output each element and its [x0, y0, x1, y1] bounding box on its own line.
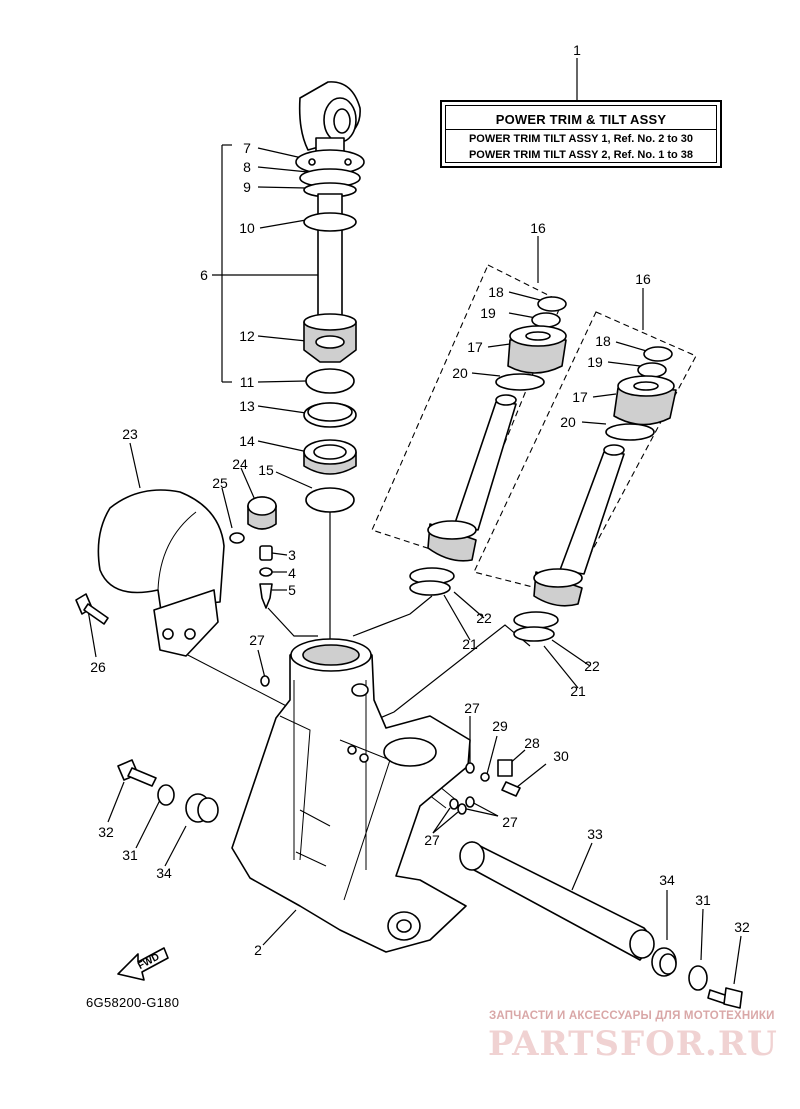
callout-32-right: 32: [734, 919, 750, 935]
diagram-code: 6G58200-G180: [86, 995, 180, 1010]
callout-9: 9: [243, 179, 251, 195]
callout-20-left: 20: [452, 365, 468, 381]
callout-17-left: 17: [467, 339, 483, 355]
trim-cylinder-left: [371, 264, 567, 562]
callout-7: 7: [243, 140, 251, 156]
callout-25: 25: [212, 475, 228, 491]
seal-rings: [303, 368, 357, 513]
trim-cylinder-right: [473, 311, 697, 607]
motor-cover: [97, 489, 277, 657]
callout-15: 15: [258, 462, 274, 478]
callout-27-a: 27: [249, 632, 265, 648]
callout-21-left: 21: [462, 636, 478, 652]
callout-5: 5: [288, 582, 296, 598]
callout-numbers: 1 2 3 4 5 6 7 8 9 10 11 12 13 14 15 16 1…: [90, 42, 750, 958]
callout-16-right: 16: [635, 271, 651, 287]
bolt-26: [75, 593, 109, 625]
callout-33: 33: [587, 826, 603, 842]
callout-14: 14: [239, 433, 255, 449]
callout-27-d: 27: [424, 832, 440, 848]
callout-34-right: 34: [659, 872, 675, 888]
callout-23: 23: [122, 426, 138, 442]
callout-11: 11: [240, 374, 255, 390]
callout-31-right: 31: [695, 892, 711, 908]
callout-20-right: 20: [560, 414, 576, 430]
callout-8: 8: [243, 159, 251, 175]
callout-22-right: 22: [584, 658, 600, 674]
watermark-subtitle: ЗАПЧАСТИ И АКСЕССУАРЫ ДЛЯ МОТОТЕХНИКИ: [489, 1010, 775, 1022]
callout-16-left: 16: [530, 220, 546, 236]
fwd-arrow-icon: FWD: [117, 947, 169, 981]
callout-4: 4: [288, 565, 296, 581]
callout-12: 12: [239, 328, 255, 344]
watermark-brand: PARTSFOR.RU: [488, 1024, 778, 1064]
title-divider: [446, 129, 716, 130]
left-hardware: [117, 759, 219, 823]
callout-19-left: 19: [480, 305, 496, 321]
assembly-ref-line-1: POWER TRIM TILT ASSY 1, Ref. No. 2 to 30: [468, 133, 694, 145]
callout-6: 6: [200, 267, 208, 283]
callout-29: 29: [492, 718, 508, 734]
small-fittings: [260, 675, 521, 815]
callout-1: 1: [573, 42, 581, 58]
assembly-title-box: POWER TRIM & TILT ASSY POWER TRIM TILT A…: [440, 100, 722, 168]
callout-27-c: 27: [502, 814, 518, 830]
callout-32-left: 32: [98, 824, 114, 840]
callout-34-left: 34: [156, 865, 172, 881]
callout-30: 30: [553, 748, 569, 764]
callout-26: 26: [90, 659, 106, 675]
callout-2: 2: [254, 942, 262, 958]
callout-17-right: 17: [572, 389, 588, 405]
callout-3: 3: [288, 547, 296, 563]
cylinder-seals: [409, 567, 559, 642]
callout-18-left: 18: [488, 284, 504, 300]
callout-21-right: 21: [570, 683, 586, 699]
callout-27-b: 27: [464, 700, 480, 716]
tilt-tube: [459, 841, 743, 1009]
callout-13: 13: [239, 398, 255, 414]
callout-31-left: 31: [122, 847, 138, 863]
valve-parts: [259, 545, 273, 609]
assembly-ref-line-2: POWER TRIM TILT ASSY 2, Ref. No. 1 to 38: [468, 149, 694, 161]
leader-lines: [87, 58, 742, 985]
assembly-title: POWER TRIM & TILT ASSY: [495, 112, 667, 127]
callout-19-right: 19: [587, 354, 603, 370]
callout-18-right: 18: [595, 333, 611, 349]
callout-10: 10: [239, 220, 255, 236]
callout-24: 24: [232, 456, 248, 472]
cylinder-body: [231, 638, 471, 953]
tilt-rod-assembly: [295, 81, 365, 363]
callout-28: 28: [524, 735, 540, 751]
callout-22-left: 22: [476, 610, 492, 626]
